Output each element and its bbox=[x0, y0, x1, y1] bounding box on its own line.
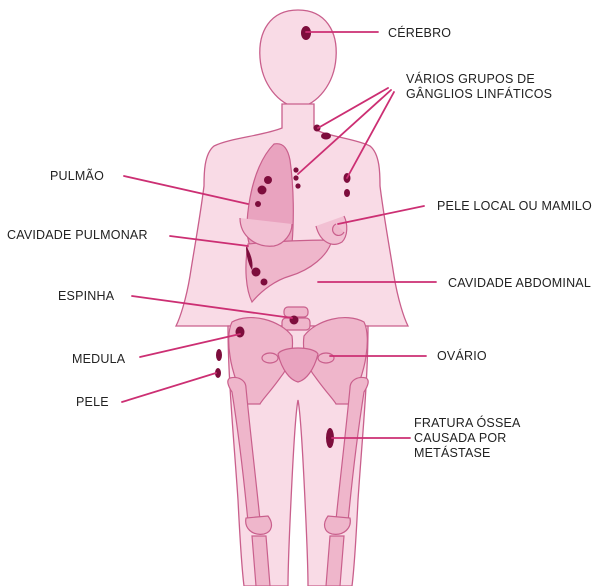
label-lymph-nodes-line2: GÂNGLIOS LINFÁTICOS bbox=[406, 87, 552, 101]
label-fracture-line3: METÁSTASE bbox=[414, 446, 491, 460]
node-axilla-2 bbox=[344, 189, 350, 197]
label-lymph-nodes-line1: VÁRIOS GRUPOS DE bbox=[406, 72, 535, 86]
node-chest-3 bbox=[295, 183, 300, 188]
label-spine: ESPINHA bbox=[58, 289, 114, 303]
head bbox=[260, 10, 336, 108]
brain-spot bbox=[301, 26, 311, 40]
node-chest-2 bbox=[293, 175, 298, 180]
marrow-spot bbox=[216, 349, 222, 361]
label-ovary: OVÁRIO bbox=[437, 349, 487, 363]
ovary-right bbox=[318, 353, 334, 363]
label-pleural-cavity: CAVIDADE PULMONAR bbox=[7, 228, 148, 242]
pelvis-spot bbox=[236, 327, 245, 338]
label-lung: PULMÃO bbox=[50, 169, 104, 183]
label-abdominal-cavity: CAVIDADE ABDOMINAL bbox=[448, 276, 591, 290]
lung-spot-3 bbox=[255, 201, 261, 207]
node-neck-2 bbox=[321, 133, 331, 140]
node-chest-1 bbox=[293, 167, 298, 172]
line-skin bbox=[122, 373, 216, 402]
label-fracture-line1: FRATURA ÓSSEA bbox=[414, 416, 521, 430]
spine-spot bbox=[290, 316, 299, 325]
label-marrow: MEDULA bbox=[72, 352, 125, 366]
label-fracture-line2: CAUSADA POR bbox=[414, 431, 507, 445]
label-brain: CÉREBRO bbox=[388, 26, 451, 40]
liver-spot-1 bbox=[252, 268, 261, 277]
lung-spot-2 bbox=[258, 186, 267, 195]
line-marrow bbox=[140, 334, 240, 357]
ovary-left bbox=[262, 353, 278, 363]
lung-spot-1 bbox=[264, 176, 272, 184]
vertebra-top bbox=[284, 307, 308, 317]
liver-spot-2 bbox=[261, 279, 268, 286]
label-skin-nipple: PELE LOCAL OU MAMILO bbox=[437, 199, 592, 213]
label-skin: PELE bbox=[76, 395, 109, 409]
